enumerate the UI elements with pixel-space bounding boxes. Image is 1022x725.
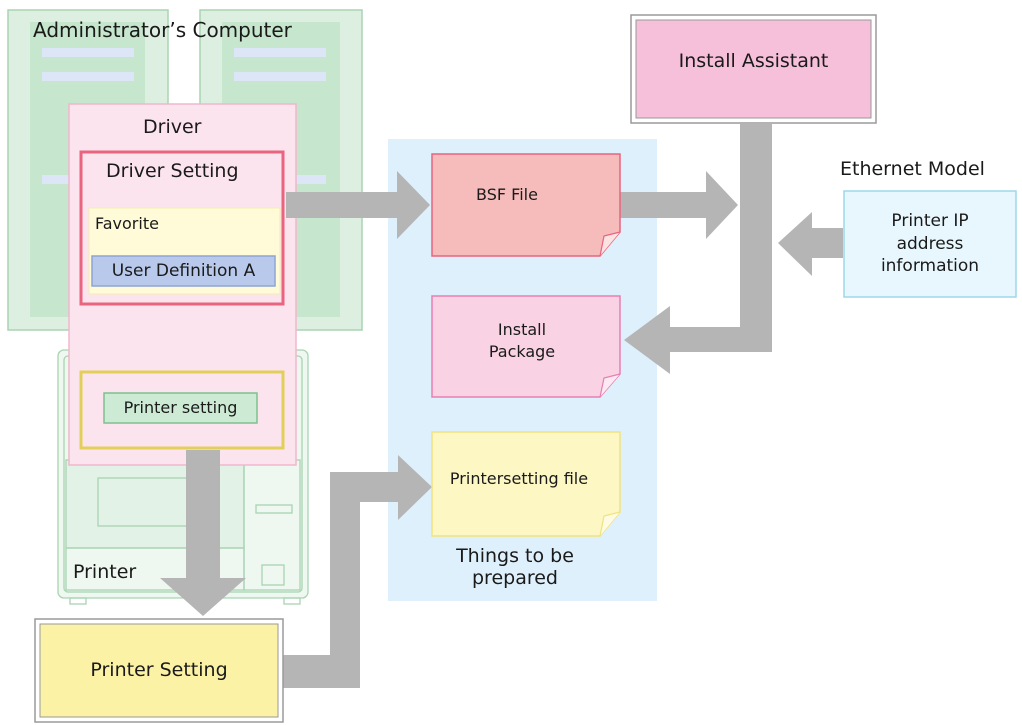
things-to-be-prepared-label: Things to be prepared	[456, 545, 574, 589]
driver-label: Driver	[143, 116, 202, 138]
arrow-bsf-to-assistant	[620, 171, 738, 239]
favorite-label: Favorite	[95, 214, 159, 233]
printer-label: Printer	[73, 561, 137, 583]
install-assistant-label: Install Assistant	[678, 50, 829, 73]
driver-setting-frame	[79, 150, 285, 306]
printer-setting-small-label: Printer setting	[123, 398, 238, 418]
user-definition-label: User Definition A	[111, 260, 256, 281]
driver-setting-label: Driver Setting	[106, 160, 239, 182]
arrow-printer-setting-to-file	[282, 455, 432, 688]
printer-setting-file-note	[431, 431, 621, 537]
user-definition-box	[91, 255, 276, 287]
arrow-assistant-to-package	[624, 124, 772, 374]
ethernet-box	[843, 190, 1017, 298]
printer-setting-file-label: Printersetting file	[449, 469, 589, 489]
printer-ip-info-label: Printer IP address information	[880, 210, 980, 277]
install-assistant-box	[635, 19, 872, 119]
arrow-ethernet-to-assistant	[778, 212, 843, 276]
ethernet-model-label: Ethernet Model	[840, 158, 985, 180]
printer-setting-small-box	[103, 392, 258, 424]
bsf-file-note	[431, 153, 621, 257]
install-package-label: Install Package	[488, 320, 556, 361]
admin-computer-label: Administrator’s Computer	[33, 18, 292, 42]
printer-setting-box-label: Printer Setting	[90, 658, 228, 681]
printer-setting-box	[39, 623, 279, 718]
arrow-driver-to-printer-setting	[160, 450, 246, 616]
bsf-file-label: BSF File	[476, 185, 538, 205]
printer-setting-frame	[79, 370, 285, 450]
arrow-driver-to-bsf	[286, 171, 430, 239]
install-package-note	[431, 295, 621, 398]
arrows	[160, 124, 843, 688]
